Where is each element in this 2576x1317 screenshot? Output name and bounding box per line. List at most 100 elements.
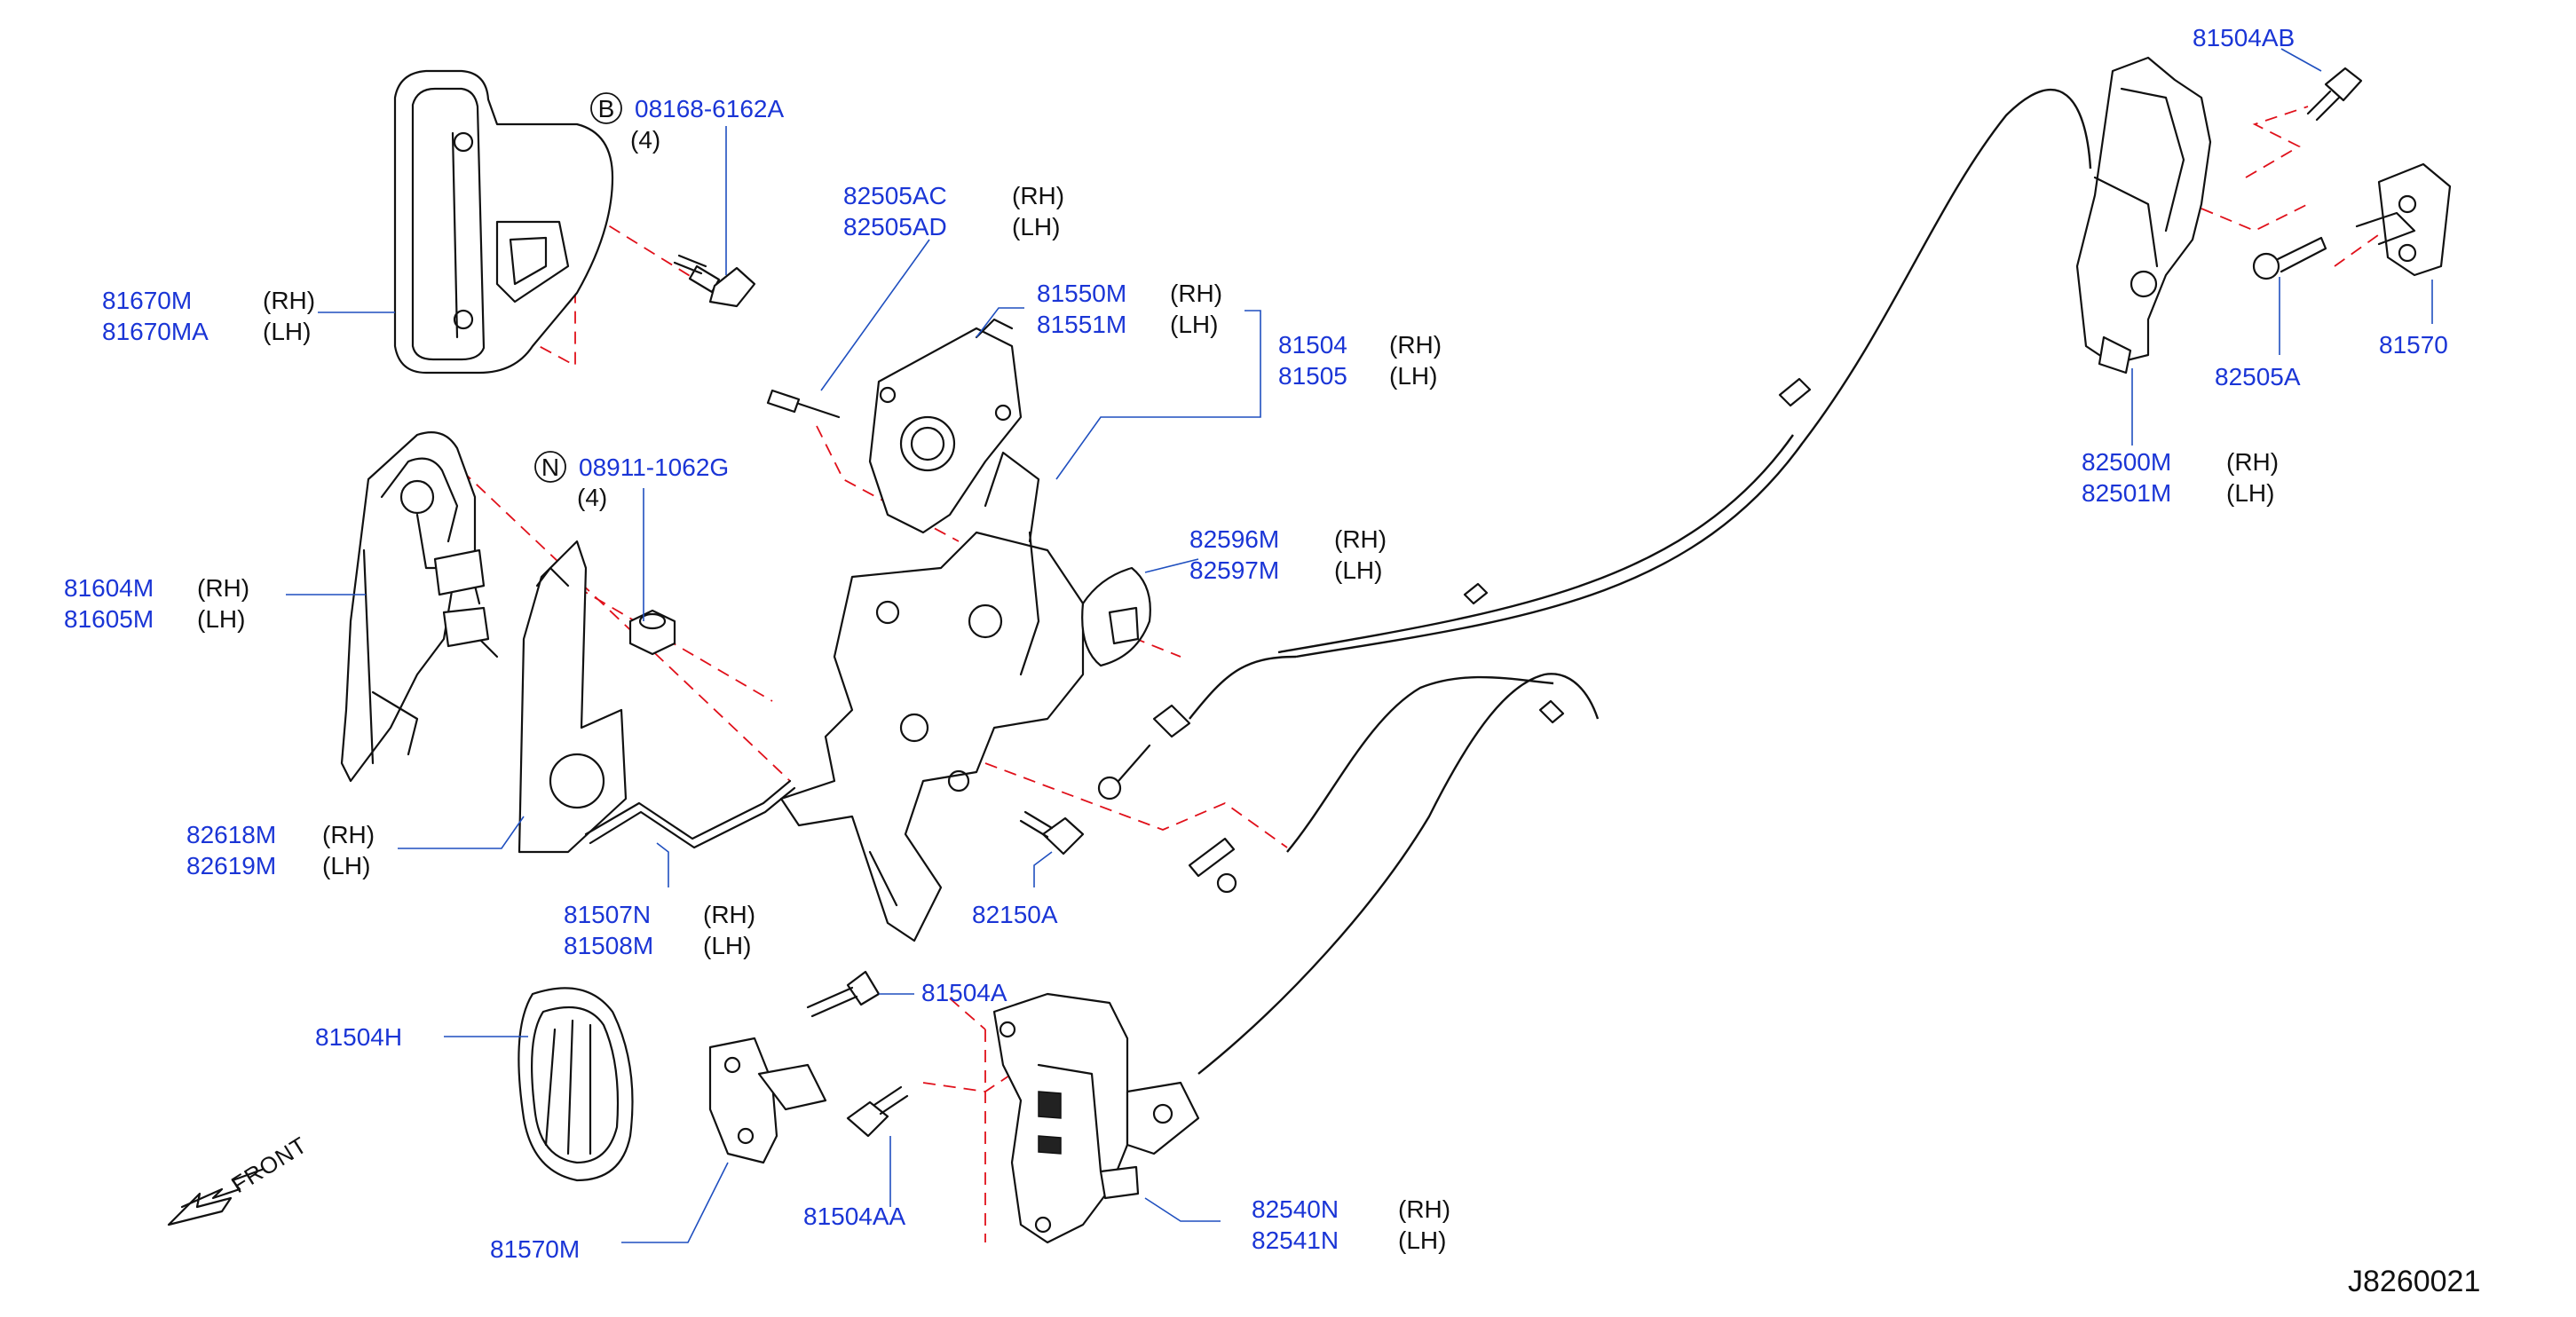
part-number: 81605M <box>64 605 154 633</box>
badge-circle-icon <box>534 451 566 483</box>
lock-cover-part <box>1081 566 1151 667</box>
callout-81570: 81570 <box>2379 331 2448 359</box>
part-number: 08168-6162A <box>635 95 784 122</box>
part-number: 82619M <box>186 852 276 879</box>
part-number: 82541N <box>1252 1226 1339 1254</box>
part-number: 82500M <box>2082 448 2171 476</box>
front-label: FRONT <box>226 1132 312 1199</box>
callout-81504a: 81504A <box>921 979 1007 1006</box>
part-number: 81504A <box>921 979 1007 1006</box>
part-number: 81670MA <box>102 318 209 345</box>
quantity: (4) <box>577 484 607 511</box>
side-designation: (LH) <box>703 932 751 959</box>
side-designation: (RH) <box>703 901 755 928</box>
handle-seal-part <box>518 540 628 854</box>
part-number: 81670M <box>102 287 192 314</box>
part-number: 08911-1062G <box>579 453 729 481</box>
bolt-81504AB-part <box>2306 67 2363 122</box>
part-number: 81505 <box>1278 362 1347 390</box>
callout-81570m: 81570M <box>490 1235 580 1263</box>
callout-08911: N 08911-1062G (4) <box>534 451 729 511</box>
part-number: 81504 <box>1278 331 1347 359</box>
side-designation: (RH) <box>322 821 375 848</box>
side-designation: (LH) <box>1170 311 1218 338</box>
callout-81507n: 81507N (RH) 81508M (LH) <box>564 901 755 959</box>
part-number: 81551M <box>1037 311 1126 338</box>
screw-81504A-part <box>806 970 881 1018</box>
badge-circle-icon <box>590 92 622 124</box>
callout-82596m: 82596M (RH) 82597M (LH) <box>1189 525 1387 584</box>
callout-08168: B 08168-6162A (4) <box>590 92 784 154</box>
striker-81570-part <box>2355 162 2452 277</box>
badge-letter: B <box>598 95 615 122</box>
side-designation: (RH) <box>1398 1195 1450 1223</box>
callout-82150a: 82150A <box>972 901 1058 928</box>
diagram-code: J8260021 <box>2348 1265 2480 1298</box>
striker-plate-part <box>708 1037 827 1164</box>
leader-lines <box>286 48 2433 1243</box>
side-designation: (RH) <box>1389 331 1442 359</box>
part-callouts: 81504AB B 08168-6162A (4) 82505AC (RH) 82505AD… <box>64 24 2448 1263</box>
lock-rod-part <box>584 779 796 849</box>
side-designation: (LH) <box>1012 213 1060 241</box>
part-number: 81507N <box>564 901 651 928</box>
part-number: 82501M <box>2082 479 2171 507</box>
callout-81504ab: 81504AB <box>2193 24 2295 51</box>
part-number: 82505A <box>2215 363 2301 390</box>
part-number: 81570M <box>490 1235 580 1263</box>
callout-81504h: 81504H <box>315 1023 402 1051</box>
side-designation: (LH) <box>1334 556 1382 584</box>
part-number: 82597M <box>1189 556 1279 584</box>
callout-82505a: 82505A <box>2215 363 2301 390</box>
door-lock-cables <box>1097 88 2092 1075</box>
part-number: 81604M <box>64 574 154 602</box>
side-designation: (LH) <box>2226 479 2274 507</box>
part-number: 81504H <box>315 1023 402 1051</box>
callout-81504aa: 81504AA <box>803 1203 906 1230</box>
callout-81504: 81504 (RH) 81505 (LH) <box>1278 331 1442 390</box>
lower-door-lock-part <box>992 992 1200 1244</box>
side-designation: (LH) <box>1389 362 1437 390</box>
part-number: 82596M <box>1189 525 1279 553</box>
part-number: 82150A <box>972 901 1058 928</box>
callout-81604m: 81604M (RH) 81605M (LH) <box>64 574 249 633</box>
screw-82505A-part <box>2252 236 2327 280</box>
part-number: 82505AD <box>843 213 947 241</box>
side-designation: (RH) <box>2226 448 2279 476</box>
part-number: 82505AC <box>843 182 947 209</box>
callout-81670m: 81670M (RH) 81670MA (LH) <box>102 287 315 345</box>
callout-81550m: 81550M(RH)81551M(LH) <box>1037 280 1222 338</box>
badge-letter: N <box>541 453 559 481</box>
bolt-82150A-part <box>1019 810 1085 856</box>
callout-82540n: 82540N (RH) 82541N (LH) <box>1252 1195 1450 1254</box>
part-number: 81570 <box>2379 331 2448 359</box>
outside-handle-part <box>393 69 614 375</box>
side-designation: (RH) <box>197 574 249 602</box>
part-number: 81508M <box>564 932 653 959</box>
side-designation: (LH) <box>263 318 311 345</box>
side-designation: (RH) <box>1334 525 1387 553</box>
lock-actuator-part <box>766 318 1023 534</box>
callout-82505ac: 82505AC(RH)82505AD(LH) <box>843 182 1064 241</box>
inside-handle-part <box>340 431 499 783</box>
side-designation: (RH) <box>263 287 315 314</box>
side-designation: (LH) <box>1398 1226 1446 1254</box>
part-number: 81504AA <box>803 1203 906 1230</box>
part-number: 82618M <box>186 821 276 848</box>
side-designation: (LH) <box>197 605 245 633</box>
nut-08911-part <box>628 609 676 656</box>
bolt-81504AA-part <box>846 1085 909 1138</box>
part-number: 81550M <box>1037 280 1126 307</box>
upper-door-lock-part <box>2075 56 2212 375</box>
part-number: 81504AB <box>2193 24 2295 51</box>
front-arrow-icon <box>167 1168 264 1226</box>
quantity: (4) <box>630 126 660 154</box>
side-designation: (LH) <box>322 852 370 879</box>
door-lock-bracket-part <box>779 451 1085 942</box>
bolt-08168-part <box>673 254 756 308</box>
grommet-81504H-part <box>518 987 634 1182</box>
part-number: 82540N <box>1252 1195 1339 1223</box>
callout-82500m: 82500M (RH) 82501M (LH) <box>2082 448 2279 507</box>
